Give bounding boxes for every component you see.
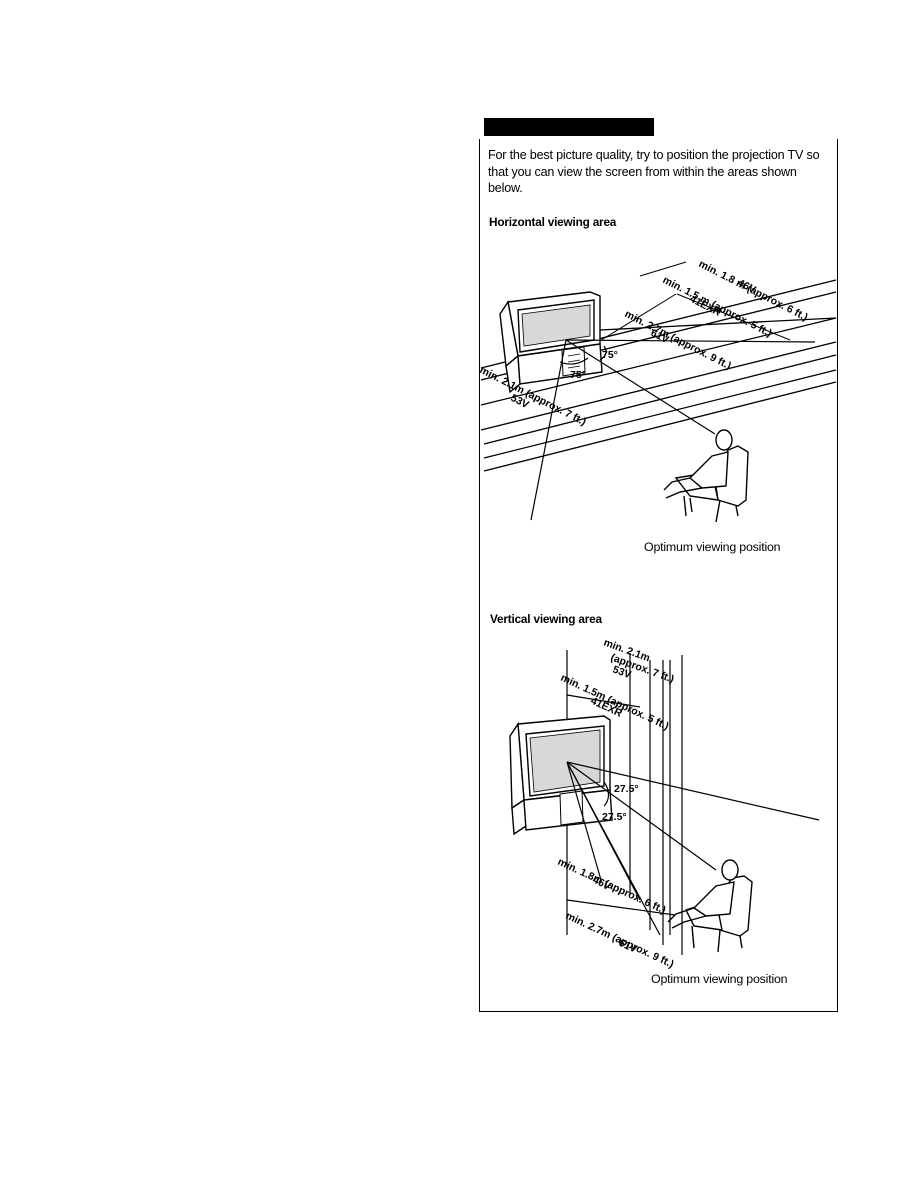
horizontal-viewer-figure [663,429,749,523]
vertical-caption: Optimum viewing position [651,972,788,986]
horizontal-heading: Horizontal viewing area [489,215,617,229]
horizontal-angle-lines [530,339,816,521]
intro-paragraph: For the best picture quality, try to pos… [488,148,820,195]
label-d46: min. 1.8m (approx. 6 ft.) [556,856,668,917]
vertical-heading: Vertical viewing area [490,612,602,626]
vertical-angle-lines [566,761,820,936]
horizontal-caption: Optimum viewing position [644,540,781,554]
vertical-viewer-figure [667,859,753,953]
vertical-tv-set [509,715,613,836]
label-angle-right: 75° [602,349,618,361]
label-angle-left: 75° [570,369,586,381]
viewing-area-panel [479,139,838,1012]
label-angle-up: 27.5° [614,783,639,795]
section-header-bar [484,118,654,136]
label-angle-down: 27.5° [602,811,627,823]
